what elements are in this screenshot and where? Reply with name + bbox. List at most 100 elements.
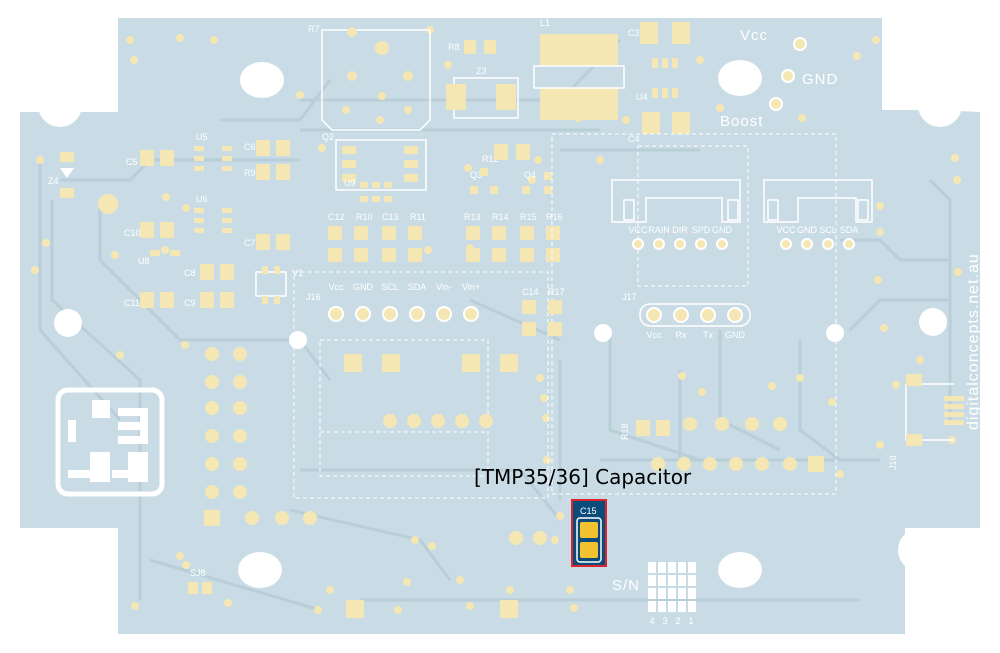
i2c-pin-label: SCL [819, 225, 837, 235]
c9-label: C9 [184, 298, 196, 308]
j17-pin [646, 307, 662, 323]
mounting-holes [38, 60, 962, 588]
j16-pin-label: Vin- [436, 282, 452, 292]
left-pad-grid [204, 347, 317, 526]
vias [31, 26, 962, 614]
sn-cell [658, 601, 666, 612]
r13-label: R13 [464, 212, 481, 222]
j17-pin-label: GND [725, 330, 746, 340]
j16-pin-label: SCL [381, 282, 399, 292]
c15-highlight[interactable]: C15 [571, 499, 607, 567]
j17-pin [700, 307, 716, 323]
wind-pin-label: VCC [628, 225, 648, 235]
j16-pin [328, 306, 344, 322]
wind-pin [632, 238, 644, 250]
c12-label: C12 [328, 212, 345, 222]
power-section: R7 R8 L1 C3 Z3 U4 C4 [308, 18, 690, 144]
i2c-pin [780, 238, 792, 250]
sn-cell [678, 601, 686, 612]
u4-label: U4 [636, 92, 648, 102]
wind-pin [716, 238, 728, 250]
i2c-pin [843, 238, 855, 250]
bottom-pads: SJ8 [188, 531, 547, 618]
c3-label: C3 [628, 28, 640, 38]
j17-pin-label: Tx [703, 330, 713, 340]
wind-pin-label: SPD [692, 225, 711, 235]
module-footprint [319, 339, 518, 477]
c14-r17: C14 R17 [522, 287, 565, 336]
sn-digit: 3 [662, 616, 667, 626]
j16-pin [463, 306, 479, 322]
r15-label: R15 [520, 212, 537, 222]
l1-label: L1 [540, 18, 550, 28]
j16-pin-label: Vcc [328, 282, 344, 292]
j18-label: J18 [888, 455, 898, 470]
gnd-label: GND [802, 71, 838, 88]
q2-label: Q2 [322, 132, 334, 142]
sn-cell [658, 588, 666, 599]
middle-cluster: Q2 U9 R12 Q3 Q4 C12 R10 C13 R11 R13 R14 … [322, 132, 563, 262]
i2c-pin [822, 238, 834, 250]
sn-cell [688, 588, 696, 599]
wind-pin [674, 238, 686, 250]
j16-label: J16 [306, 292, 321, 302]
j17-label: J17 [622, 292, 637, 302]
left-cluster: U5 C5 C6 R9 Z4 U6 C10 U8 C7 C8 V1 C11 C9 [48, 132, 303, 308]
wind-pin-label: GND [712, 225, 733, 235]
sn-cell [668, 601, 676, 612]
r8-label: R8 [448, 42, 460, 52]
brand-label: digitalconcepts.net.au [965, 253, 982, 430]
wind-pin-label: DIR [672, 225, 688, 235]
r18-area: R18 [620, 417, 824, 472]
i2c-pin-label: VCC [776, 225, 796, 235]
wind-pin-label: RAIN [648, 225, 670, 235]
sn-digit: 4 [649, 616, 654, 626]
sn-cell [648, 562, 656, 573]
j18-connector: J18 [888, 374, 964, 470]
u5-label: U5 [196, 132, 208, 142]
u8-label: U8 [138, 256, 150, 266]
sn-cell [678, 588, 686, 599]
trace-layer [38, 38, 952, 612]
sn-cell [668, 562, 676, 573]
power-test-points: Vcc GND Boost [720, 27, 838, 130]
z4-label: Z4 [48, 176, 59, 186]
i2c-pin-label: GND [797, 225, 818, 235]
sn-cell [648, 601, 656, 612]
j16-pin-label: Vin+ [462, 282, 480, 292]
sn-cell [658, 562, 666, 573]
r16-label: R16 [546, 212, 563, 222]
r12-label: R12 [482, 154, 499, 164]
q3-label: Q3 [470, 170, 482, 180]
sn-cell [688, 575, 696, 586]
j16-pin [436, 306, 452, 322]
sn-digit: 1 [688, 616, 693, 626]
j17-pin [727, 307, 743, 323]
q4-label: Q4 [524, 170, 536, 180]
sn-cell [658, 575, 666, 586]
logo [55, 387, 165, 497]
z3-label: Z3 [476, 66, 487, 76]
r17-label: R17 [548, 287, 565, 297]
i2c-pin-label: SDA [840, 225, 859, 235]
c15-label: C15 [580, 506, 597, 516]
c8-label: C8 [184, 268, 196, 278]
sn-digit: 2 [675, 616, 680, 626]
c7-label: C7 [244, 238, 256, 248]
sn-cell [668, 575, 676, 586]
sn-cell [688, 601, 696, 612]
c4-label: C4 [628, 134, 640, 144]
sn-cell [648, 588, 656, 599]
j16-pin [382, 306, 398, 322]
r10-label: R10 [356, 212, 373, 222]
c11-label: C11 [124, 298, 140, 308]
sn-cell [668, 588, 676, 599]
c6-label: C6 [244, 142, 256, 152]
sn-cell [678, 575, 686, 586]
j17-pin [673, 307, 689, 323]
i2c-pin [801, 238, 813, 250]
